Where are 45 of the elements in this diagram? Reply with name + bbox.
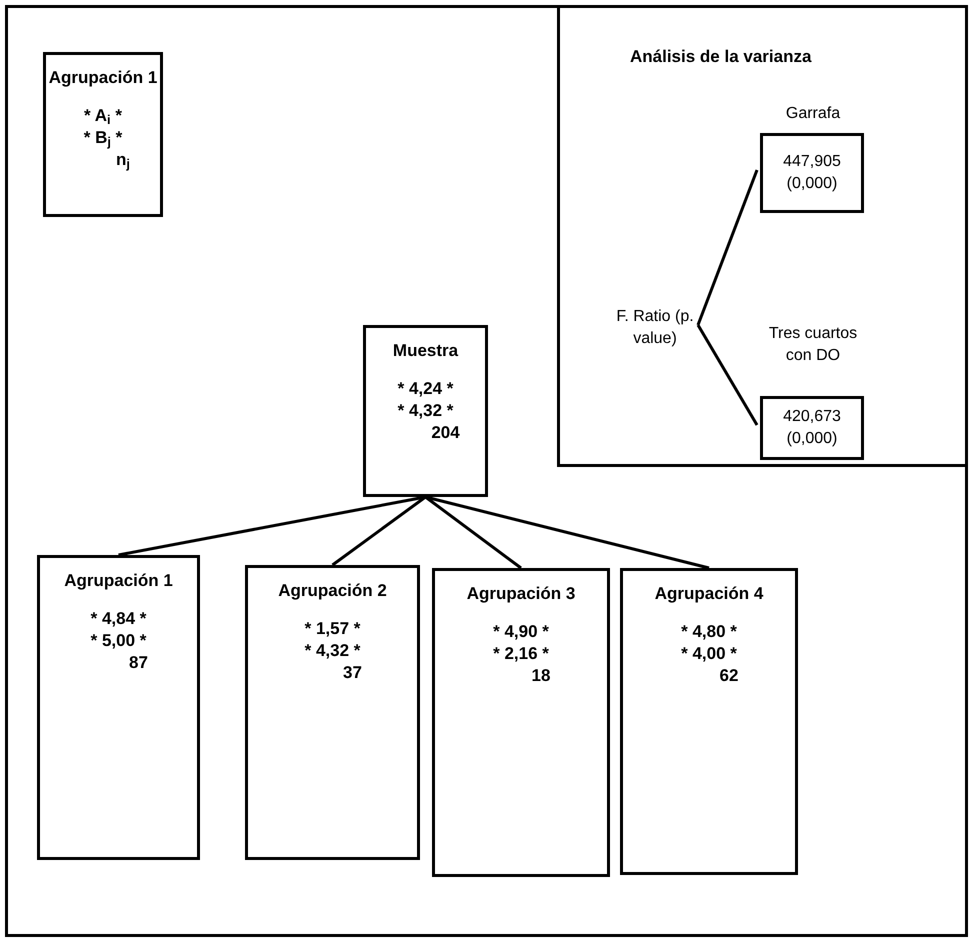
group-box (432, 568, 610, 877)
connector-line (696, 324, 758, 426)
panel-title: Análisis de la varianza (630, 46, 812, 68)
box-heading: Agrupación 2 (278, 580, 387, 602)
mean-label: * A$_{i}$ * (84, 105, 122, 127)
mean-label: * 5,00 * (90, 630, 146, 652)
group-box (245, 565, 420, 860)
mean-label: * B$_{j}$ * (84, 127, 122, 149)
mean-label: * 4,80 * (681, 621, 737, 643)
mean-label: * 4,00 * (681, 643, 737, 665)
mean-label: * 4,32 * (398, 400, 454, 422)
connector-line (118, 496, 426, 556)
category-label: Garrafa (784, 104, 842, 124)
mean-label: * 4,90 * (493, 621, 549, 643)
mean-label: * 2,16 * (493, 643, 549, 665)
value-box (760, 133, 864, 213)
box-heading: Muestra (392, 340, 458, 362)
ratio-label: F. Ratio (p. value) (615, 307, 695, 349)
mean-label: * 4,24 * (398, 378, 454, 400)
mean-label: * 1,57 * (304, 618, 360, 640)
category-label: Tres cuartos con DO (768, 324, 858, 366)
connector-line (424, 496, 522, 570)
connector-line (425, 496, 710, 570)
connector-line (696, 169, 758, 326)
group-box (43, 52, 163, 217)
count-label: 37 (342, 662, 362, 684)
analysis-panel (557, 5, 968, 467)
count-label: 18 (530, 665, 550, 687)
count-label: 62 (718, 665, 738, 687)
mean-label: * 4,32 * (304, 640, 360, 662)
connector-line (332, 496, 426, 566)
group-box (37, 555, 200, 860)
box-heading: Agrupación 4 (654, 583, 764, 605)
count-label: n$_{j}$ (115, 149, 130, 171)
count-label: 87 (128, 652, 148, 674)
value-box (760, 396, 864, 460)
box-heading: Agrupación 1 (48, 67, 158, 89)
group-box (363, 325, 488, 497)
mean-label: * 4,84 * (90, 608, 146, 630)
box-heading: Agrupación 1 (64, 570, 173, 592)
count-label: 204 (430, 422, 460, 444)
box-heading: Agrupación 3 (466, 583, 576, 605)
group-box (620, 568, 798, 875)
value-label: 420,673 (0,000) (782, 407, 842, 449)
value-label: 447,905 (0,000) (782, 152, 842, 194)
